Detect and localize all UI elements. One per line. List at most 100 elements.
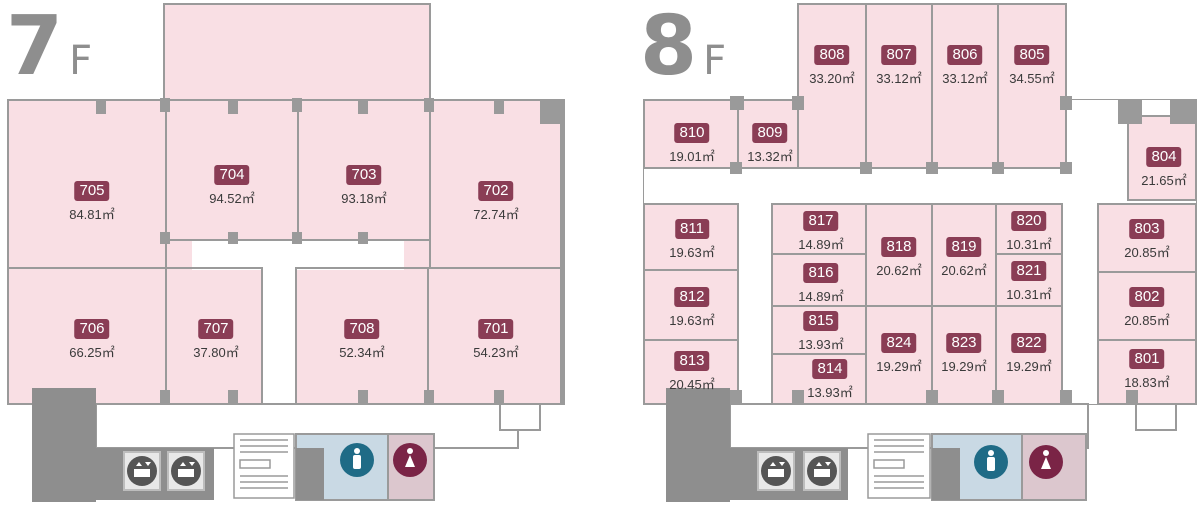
room-number: 814 [812, 359, 848, 379]
room-806[interactable]: 806 33.12㎡ [942, 45, 988, 87]
room-area: 34.55㎡ [1009, 71, 1055, 86]
room-number: 823 [946, 333, 982, 353]
room-number: 704 [214, 165, 250, 185]
room-area: 13.93㎡ [798, 337, 844, 352]
room-822-outline [995, 305, 1063, 405]
room-number: 801 [1129, 349, 1165, 369]
room-807[interactable]: 807 33.12㎡ [876, 45, 922, 87]
room-803[interactable]: 803 20.85㎡ [1124, 219, 1170, 261]
room-number: 702 [478, 181, 514, 201]
room-number: 809 [752, 123, 788, 143]
room-number: 821 [1011, 261, 1047, 281]
room-area: 19.63㎡ [669, 313, 715, 328]
room-number: 820 [1011, 211, 1047, 231]
room-area: 19.63㎡ [669, 245, 715, 260]
room-area: 20.62㎡ [941, 263, 987, 278]
room-821[interactable]: 821 10.31㎡ [1006, 261, 1052, 303]
floor7-corridor-h [192, 240, 404, 270]
floor8-number: 8 [640, 0, 698, 94]
room-number: 703 [346, 165, 382, 185]
floor7-number: 7 [6, 0, 64, 94]
room-701[interactable]: 701 54.23㎡ [473, 319, 519, 361]
room-820[interactable]: 820 10.31㎡ [1006, 211, 1052, 253]
room-number: 815 [803, 311, 839, 331]
room-number: 706 [74, 319, 110, 339]
room-805[interactable]: 805 34.55㎡ [1009, 45, 1055, 87]
room-811[interactable]: 811 19.63㎡ [669, 219, 715, 261]
room-813[interactable]: 813 20.45㎡ [669, 351, 715, 393]
room-number: 808 [814, 45, 850, 65]
room-804[interactable]: 804 21.65㎡ [1141, 147, 1187, 189]
room-702[interactable]: 702 72.74㎡ [473, 181, 519, 223]
room-801[interactable]: 801 18.83㎡ [1124, 349, 1170, 391]
room-817[interactable]: 817 14.89㎡ [798, 211, 844, 253]
room-area: 19.29㎡ [1006, 359, 1052, 374]
room-706[interactable]: 706 66.25㎡ [69, 319, 115, 361]
room-806-outline [931, 3, 999, 169]
room-823[interactable]: 823 19.29㎡ [941, 333, 987, 375]
room-707-outline [165, 267, 263, 405]
room-809[interactable]: 809 13.32㎡ [747, 123, 793, 165]
room-818[interactable]: 818 20.62㎡ [876, 237, 922, 279]
room-area: 13.93㎡ [807, 385, 853, 400]
room-area: 14.89㎡ [798, 289, 844, 304]
floor7-suffix: F [69, 38, 93, 84]
room-822[interactable]: 822 19.29㎡ [1006, 333, 1052, 375]
room-802[interactable]: 802 20.85㎡ [1124, 287, 1170, 329]
room-824[interactable]: 824 19.29㎡ [876, 333, 922, 375]
floor7-plan [7, 3, 565, 502]
room-number: 818 [881, 237, 917, 257]
room-number: 805 [1014, 45, 1050, 65]
room-707[interactable]: 707 37.80㎡ [193, 319, 239, 361]
room-812[interactable]: 812 19.63㎡ [669, 287, 715, 329]
room-number: 817 [803, 211, 839, 231]
room-number: 810 [674, 123, 710, 143]
room-area: 52.34㎡ [339, 345, 385, 360]
room-area: 20.85㎡ [1124, 313, 1170, 328]
room-703[interactable]: 703 93.18㎡ [341, 165, 387, 207]
room-area: 21.65㎡ [1141, 173, 1187, 188]
room-815[interactable]: 815 13.93㎡ [798, 311, 844, 353]
room-810[interactable]: 810 19.01㎡ [669, 123, 715, 165]
floor7-columns [96, 98, 564, 404]
room-704[interactable]: 704 94.52㎡ [209, 165, 255, 207]
room-number: 705 [74, 181, 110, 201]
room-area: 19.01㎡ [669, 149, 715, 164]
room-808[interactable]: 808 33.20㎡ [809, 45, 855, 87]
floor7-core-shaft [32, 388, 96, 502]
room-805-outline [997, 3, 1067, 169]
floor8-elevator-2 [803, 451, 841, 491]
floor7-stairs [233, 433, 295, 499]
floor8-columns [730, 96, 1196, 404]
room-area: 33.12㎡ [876, 71, 922, 86]
room-814[interactable]: 814 13.93㎡ [807, 359, 853, 401]
room-area: 13.32㎡ [747, 149, 793, 164]
room-number: 707 [198, 319, 234, 339]
room-area: 84.81㎡ [69, 207, 115, 222]
floor7-elevator-2 [167, 451, 205, 491]
room-number: 804 [1146, 147, 1182, 167]
floor7-top-block [163, 3, 431, 101]
room-area: 20.62㎡ [876, 263, 922, 278]
room-number: 812 [674, 287, 710, 307]
room-number: 701 [478, 319, 514, 339]
room-708[interactable]: 708 52.34㎡ [339, 319, 385, 361]
room-area: 72.74㎡ [473, 207, 519, 222]
room-area: 37.80㎡ [193, 345, 239, 360]
room-area: 18.83㎡ [1124, 375, 1170, 390]
room-816[interactable]: 816 14.89㎡ [798, 263, 844, 305]
room-number: 807 [881, 45, 917, 65]
room-area: 14.89㎡ [798, 237, 844, 252]
room-819[interactable]: 819 20.62㎡ [941, 237, 987, 279]
room-area: 19.29㎡ [876, 359, 922, 374]
room-area: 93.18㎡ [341, 191, 387, 206]
room-705[interactable]: 705 84.81㎡ [69, 181, 115, 223]
room-area: 19.29㎡ [941, 359, 987, 374]
room-number: 824 [881, 333, 917, 353]
room-area: 20.85㎡ [1124, 245, 1170, 260]
floor7-elevator-1 [123, 451, 161, 491]
floor8-elevator-1 [757, 451, 795, 491]
floor8-core-shaft [666, 388, 730, 502]
